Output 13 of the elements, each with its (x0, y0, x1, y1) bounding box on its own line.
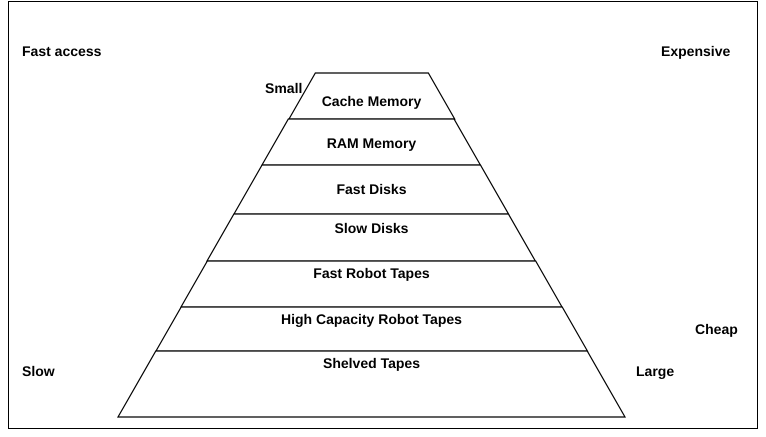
scale-label: Small (265, 80, 302, 96)
scale-label: Expensive (661, 43, 730, 59)
layer-label: Fast Robot Tapes (312, 265, 431, 281)
layer-label: RAM Memory (326, 135, 418, 151)
layer-label: Slow Disks (334, 220, 410, 236)
layer-label: Shelved Tapes (322, 355, 421, 371)
scale-label: Slow (22, 363, 55, 379)
scale-label: Cheap (695, 321, 738, 337)
scale-label: Fast access (22, 43, 102, 59)
layer-label: Fast Disks (335, 181, 408, 197)
layer-label: Cache Memory (320, 93, 422, 109)
layer-label: High Capacity Robot Tapes (280, 311, 463, 327)
scale-label: Large (636, 363, 674, 379)
